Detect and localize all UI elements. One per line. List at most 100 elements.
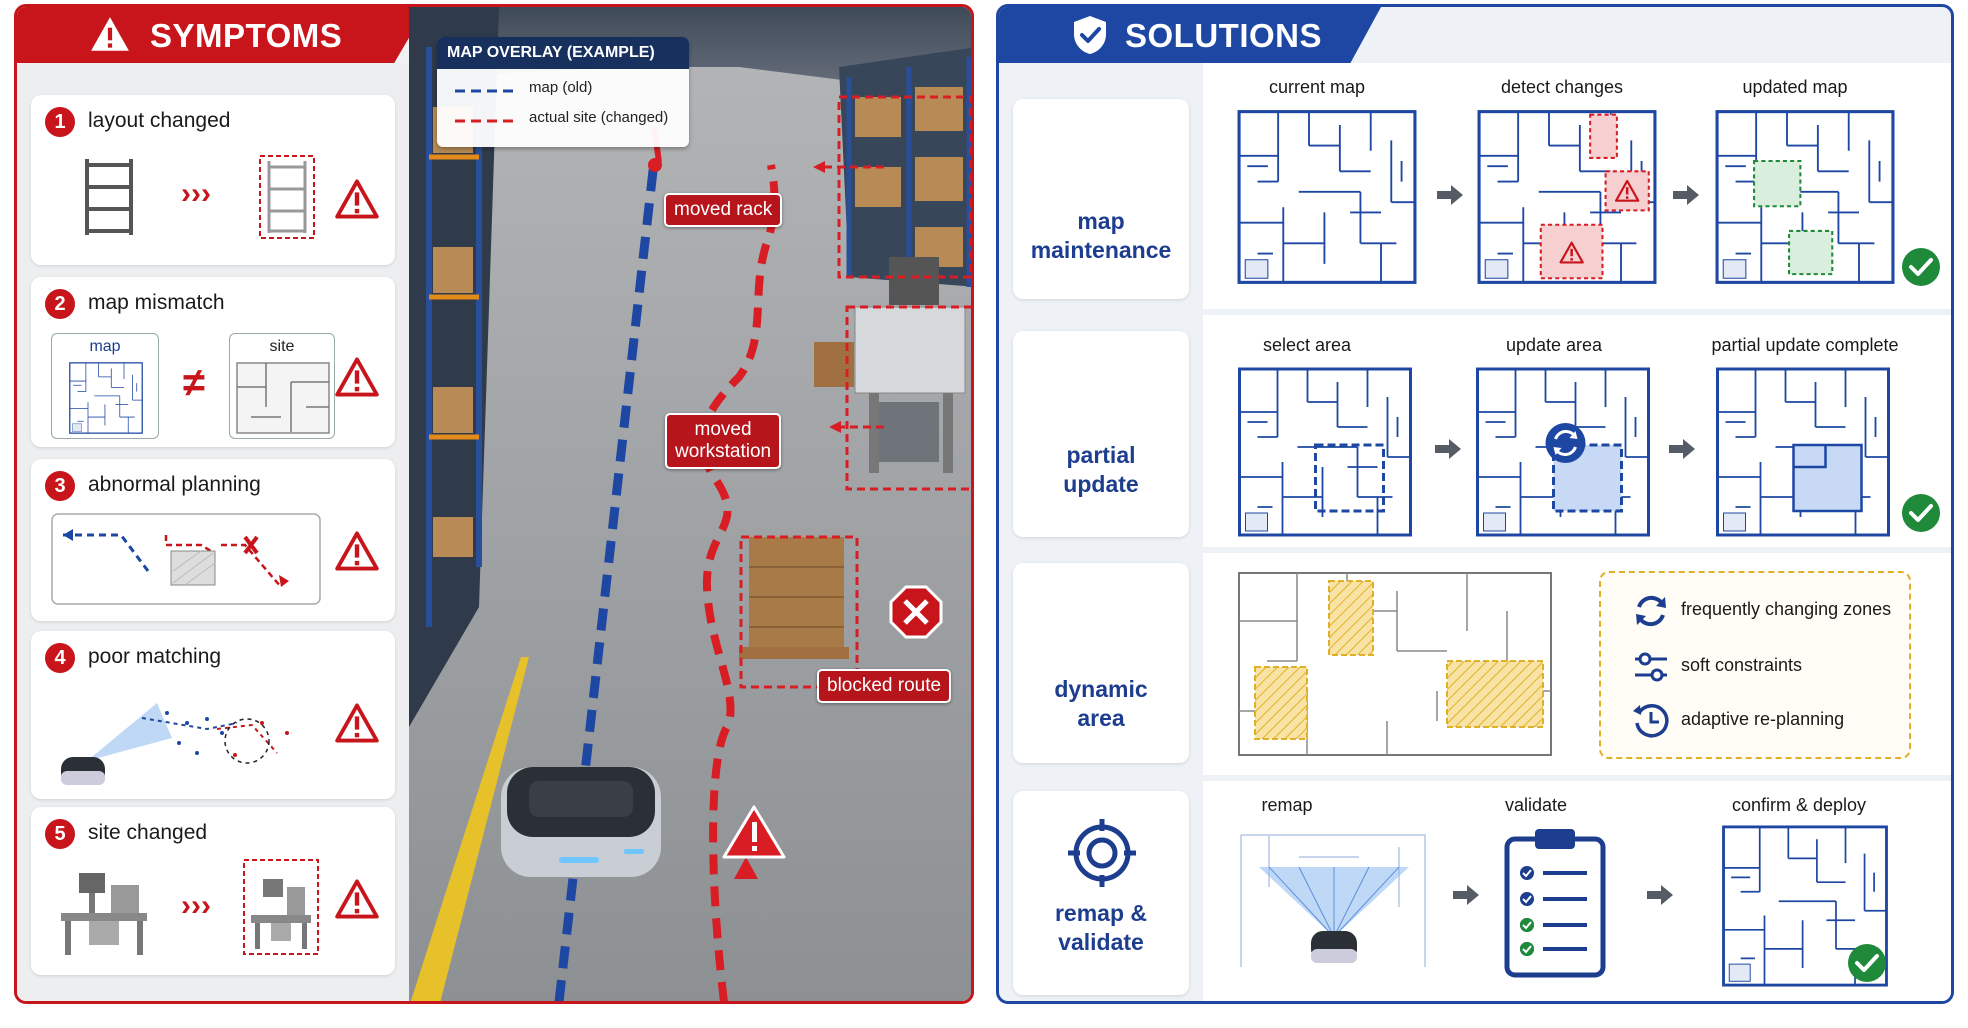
planning-diagram [51, 513, 321, 605]
symptom-label: site changed [88, 821, 208, 844]
rack-icon [85, 159, 133, 235]
symptom-card-site-changed: 5 site changed ››› [31, 807, 395, 975]
step-label: select area [1262, 335, 1352, 355]
step-label: updated map [1742, 77, 1848, 97]
symptom-card-layout-changed: 1 layout changed ››› [31, 95, 395, 265]
arrow-right-icon [1671, 183, 1701, 207]
robot-icon [501, 767, 661, 877]
check-icon [1901, 247, 1941, 287]
clipboard-check-icon [1504, 829, 1606, 978]
symptom-number: 1 [45, 107, 75, 137]
arrow-icon: ››› [181, 177, 211, 210]
legend-item: soft constraints [1681, 655, 1803, 675]
map-overlay-legend: MAP OVERLAY (EXAMPLE) map (old) actual s… [437, 37, 689, 147]
arrow-right-icon [1435, 183, 1465, 207]
row-label-line: maintenance [1030, 237, 1172, 263]
solutions-title: SOLUTIONS [1125, 17, 1323, 54]
arrow-right-icon [1645, 883, 1675, 907]
arrow-right-icon [1433, 437, 1463, 461]
row-label-line: dynamic [1054, 676, 1148, 702]
symptom-number: 4 [45, 643, 75, 673]
legend-item: frequently changing zones [1681, 599, 1892, 619]
moved-workstation-tag: moved workstation [665, 413, 782, 469]
shield-check-icon [1074, 16, 1106, 54]
arrow-right-icon [1451, 883, 1481, 907]
step-label: update area [1505, 335, 1603, 355]
detect-changes-floorplan [1477, 109, 1657, 285]
row-label-line: validate [1058, 929, 1144, 955]
step-label: partial update complete [1711, 335, 1899, 355]
warning-icon [335, 179, 379, 219]
symptom-label: abnormal planning [88, 473, 261, 496]
symptom-label: poor matching [88, 645, 222, 668]
arrow-right-icon [1667, 437, 1697, 461]
symptom-number: 2 [45, 289, 75, 319]
legend-title: MAP OVERLAY (EXAMPLE) [437, 37, 689, 69]
site-plan-icon [236, 362, 330, 434]
map-thumbnail: map [51, 333, 159, 439]
map-thumbnail-label: map [89, 338, 121, 355]
step-label: detect changes [1500, 77, 1624, 97]
solutions-panel: SOLUTIONS map maintenance current map de… [996, 4, 1954, 1004]
row-label-partial-update: partial update [1013, 331, 1189, 537]
legend-actual-site: actual site (changed) [529, 109, 669, 126]
workstation-icon [61, 873, 147, 955]
remap-scan-illustration [1240, 834, 1426, 967]
row-label-map-maintenance: map maintenance [1013, 99, 1189, 299]
legend-old-map: map (old) [529, 79, 593, 96]
floorplan-icon [58, 362, 154, 434]
row-label-line: partial [1066, 442, 1136, 468]
row-label-line: area [1077, 705, 1125, 731]
symptom-card-poor-matching: 4 poor matching [31, 631, 395, 799]
updated-map-floorplan [1715, 109, 1895, 285]
symptom-card-abnormal-planning: 3 abnormal planning [31, 459, 395, 621]
update-area-floorplan [1475, 367, 1651, 537]
symptoms-header: SYMPTOMS [17, 7, 427, 63]
current-map-floorplan [1237, 109, 1417, 285]
arrow-icon: ››› [181, 889, 211, 922]
row-label-dynamic-area: dynamic area [1013, 563, 1189, 763]
not-equal-icon: ≠ [183, 361, 205, 405]
refresh-icon [1545, 423, 1586, 463]
sliders-icon [1635, 652, 1667, 682]
site-thumbnail: site [229, 333, 335, 439]
tag-line-2: workstation [675, 441, 772, 462]
symptoms-panel: SYMPTOMS 1 layout changed ››› 2 map mism… [14, 4, 974, 1004]
warning-icon [335, 703, 379, 743]
row-label-remap-validate: remap & validate [1013, 791, 1189, 995]
dynamic-area-floorplan [1238, 572, 1552, 756]
row-label-line: map [1077, 208, 1125, 234]
row-label-line: update [1063, 471, 1139, 497]
symptom-label: layout changed [88, 109, 231, 132]
step-label: confirm & deploy [1731, 795, 1867, 815]
step-label: validate [1504, 795, 1568, 815]
select-area-floorplan [1237, 367, 1413, 537]
clock-icon [1633, 704, 1669, 738]
symptom-label: map mismatch [88, 291, 225, 314]
rack-icon [259, 155, 315, 239]
matching-diagram [61, 703, 289, 785]
warehouse-scene [409, 7, 971, 1001]
warning-icon [335, 357, 379, 397]
row-label-line: remap & [1054, 900, 1148, 926]
target-icon [1068, 819, 1136, 887]
blocked-route-tag: blocked route [817, 669, 952, 703]
solutions-header: SOLUTIONS [999, 7, 1381, 63]
refresh-icon [1636, 595, 1666, 627]
step-label: current map [1268, 77, 1366, 97]
symptom-card-map-mismatch: 2 map mismatch map ≠ site [31, 277, 395, 447]
symptom-number: 5 [45, 819, 75, 849]
warning-icon [91, 17, 129, 51]
legend-item: adaptive re-planning [1681, 709, 1845, 729]
workstation-icon [243, 859, 319, 955]
check-icon [1901, 493, 1941, 533]
warning-icon [335, 531, 379, 571]
dynamic-area-legend: frequently changing zones soft constrain… [1599, 571, 1911, 759]
step-label: remap [1261, 795, 1313, 815]
warning-icon [335, 879, 379, 919]
check-icon [1847, 943, 1887, 983]
partial-update-complete-floorplan [1715, 367, 1891, 537]
moved-rack-tag: moved rack [664, 193, 783, 227]
blue-dashed-line-icon [455, 89, 515, 93]
tag-line-1: moved [694, 419, 752, 440]
